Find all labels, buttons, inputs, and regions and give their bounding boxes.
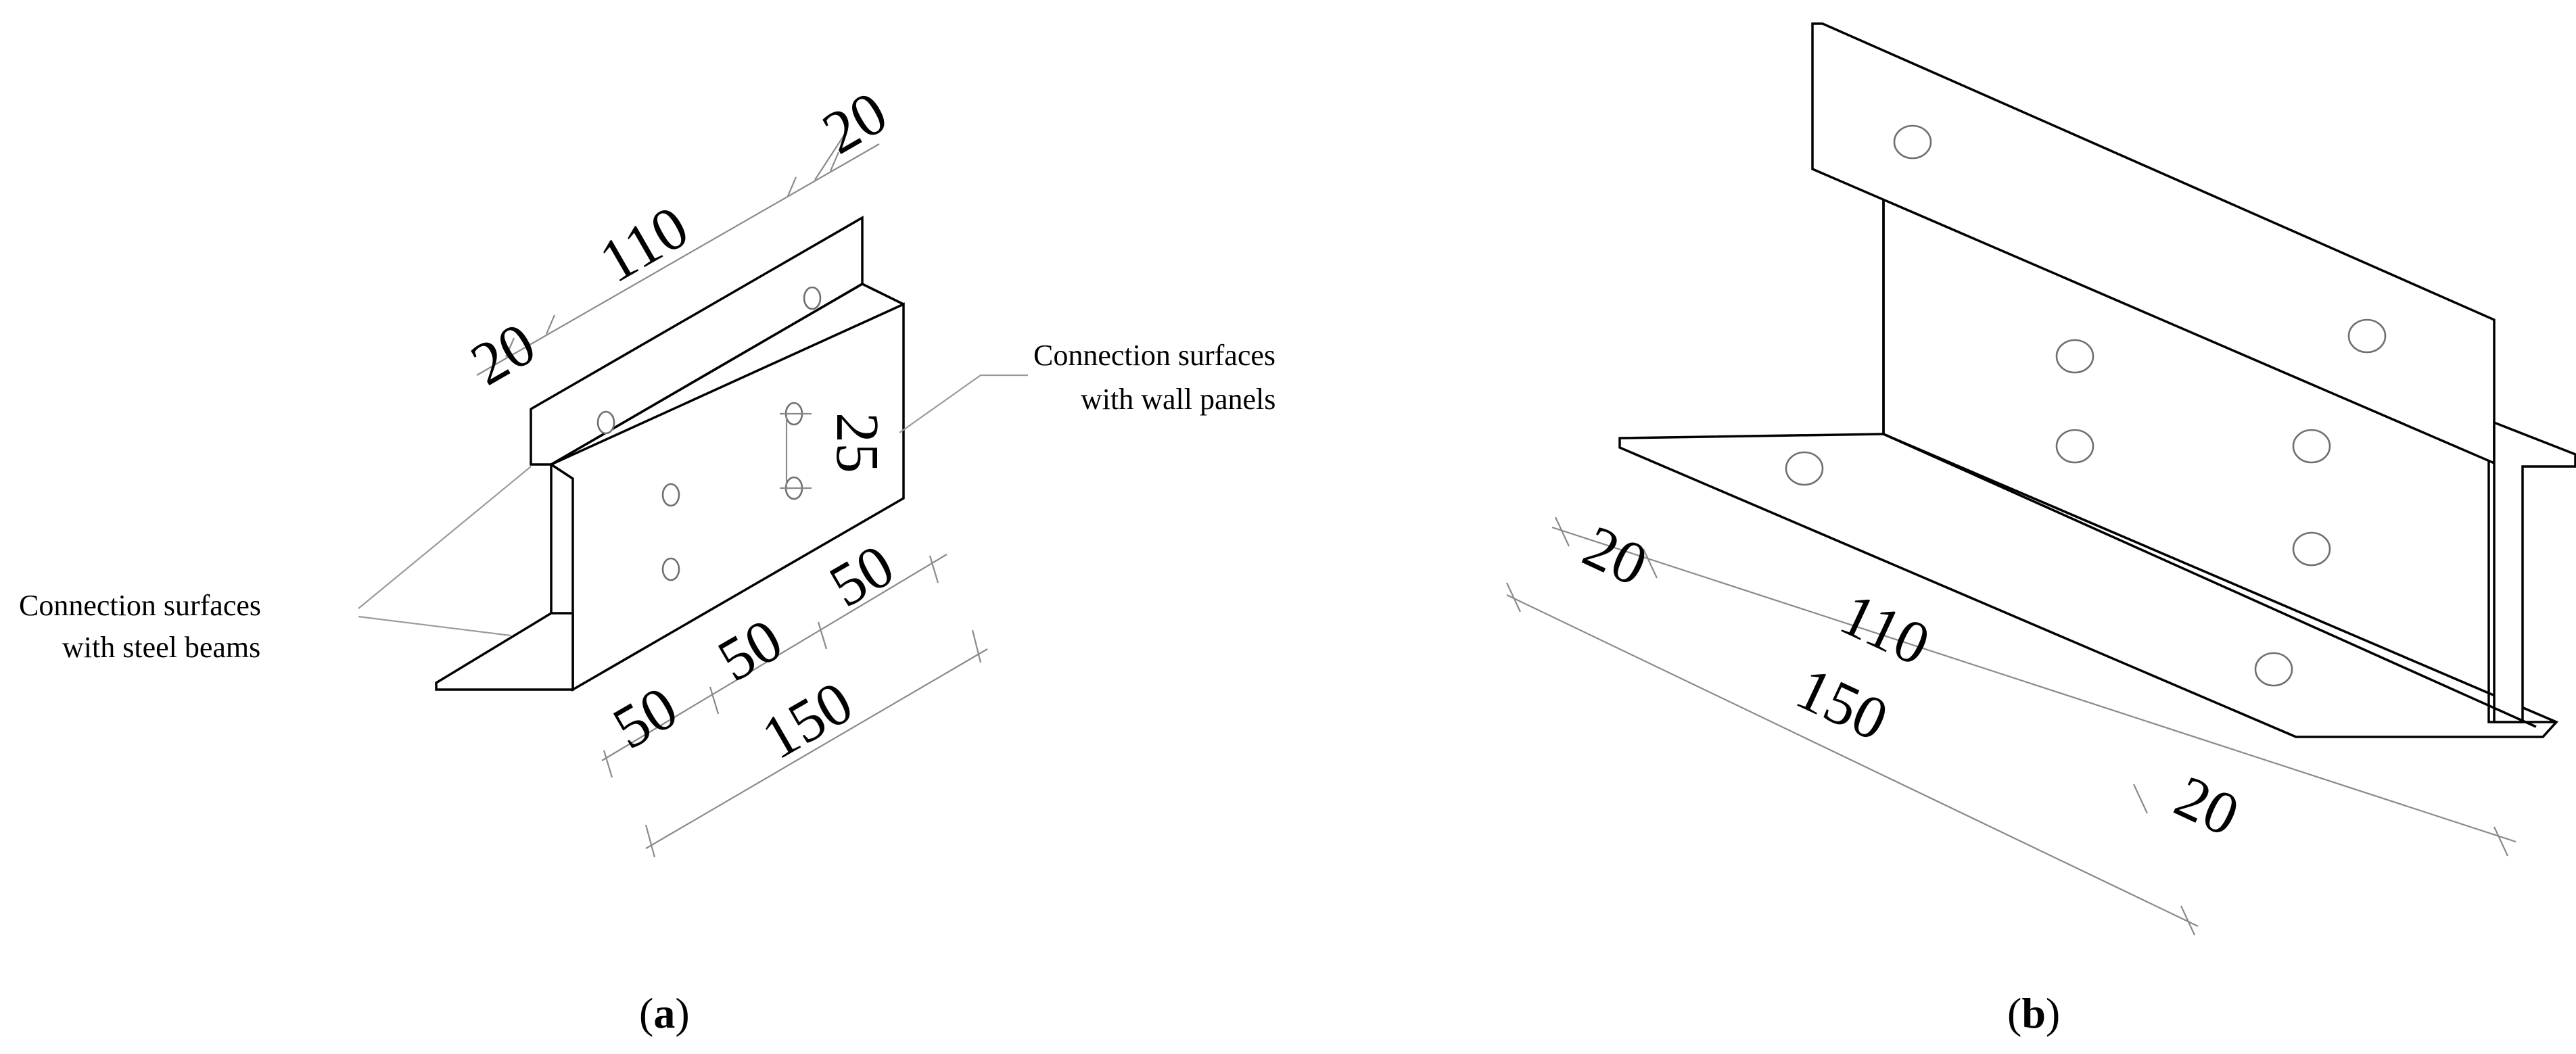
top-dimension-a [476,133,880,376]
flange-fold-a [862,283,904,306]
bolt-hole [2055,339,2094,374]
label-beam-line1: Connection surfaces [19,589,261,622]
dim-total-b: 150 [1787,654,1898,754]
end-return-b [2493,421,2576,723]
label-wall-line1: Connection surfaces [1033,339,1275,372]
dim-top-left-a: 20 [461,310,546,399]
label-wall-line2: with wall panels [1081,383,1275,416]
leader-steel-beams-1 [358,466,532,609]
bolt-spacing-dimension-a [780,412,812,490]
dim-bottom-1-a: 50 [603,674,688,763]
web-top-edge-a [551,283,863,466]
bolt-hole [2292,429,2331,464]
bolt-hole [2055,429,2094,464]
upper-plate-b [1811,22,2496,465]
dim-mid-b: 110 [1831,580,1940,678]
bolt-hole [596,410,615,435]
bolt-hole [2292,531,2331,567]
dim-bottom-2-a: 50 [707,606,793,695]
web-bottom-edge-b [1883,433,2537,728]
panel-a: 20 110 20 25 50 50 50 150 Connec [19,79,1275,1037]
dim-top-right-a: 20 [812,79,898,168]
bolt-hole [2254,652,2293,687]
bottom-dimension-a [601,554,988,858]
bolt-hole [661,483,680,507]
bolt-hole [1785,451,1824,486]
lower-flange-a [435,612,574,691]
caption-a: (a) [639,989,690,1037]
bolt-hole [661,557,680,581]
label-beam-line2: with steel beams [62,631,260,664]
dim-left-b: 20 [1574,512,1657,599]
dim-right-b: 20 [2165,763,2249,849]
bolt-hole [2347,318,2387,354]
bolt-holes-b [1785,124,2387,687]
leader-steel-beams-2 [358,615,511,637]
web-a [548,302,905,692]
leader-wall-panels [899,374,1028,433]
bolt-hole [1893,124,1932,160]
dim-top-mid-a: 110 [589,193,700,296]
caption-b: (b) [2007,989,2060,1037]
dim-bolt-spacing-a: 25 [824,412,891,473]
panel-b: 20 110 20 150 (b) [1506,22,2576,1037]
bolt-hole [803,286,822,310]
dim-bottom-total-a: 150 [751,669,864,772]
dimensions-b [1506,517,2516,936]
dim-bottom-3-a: 50 [819,532,905,621]
